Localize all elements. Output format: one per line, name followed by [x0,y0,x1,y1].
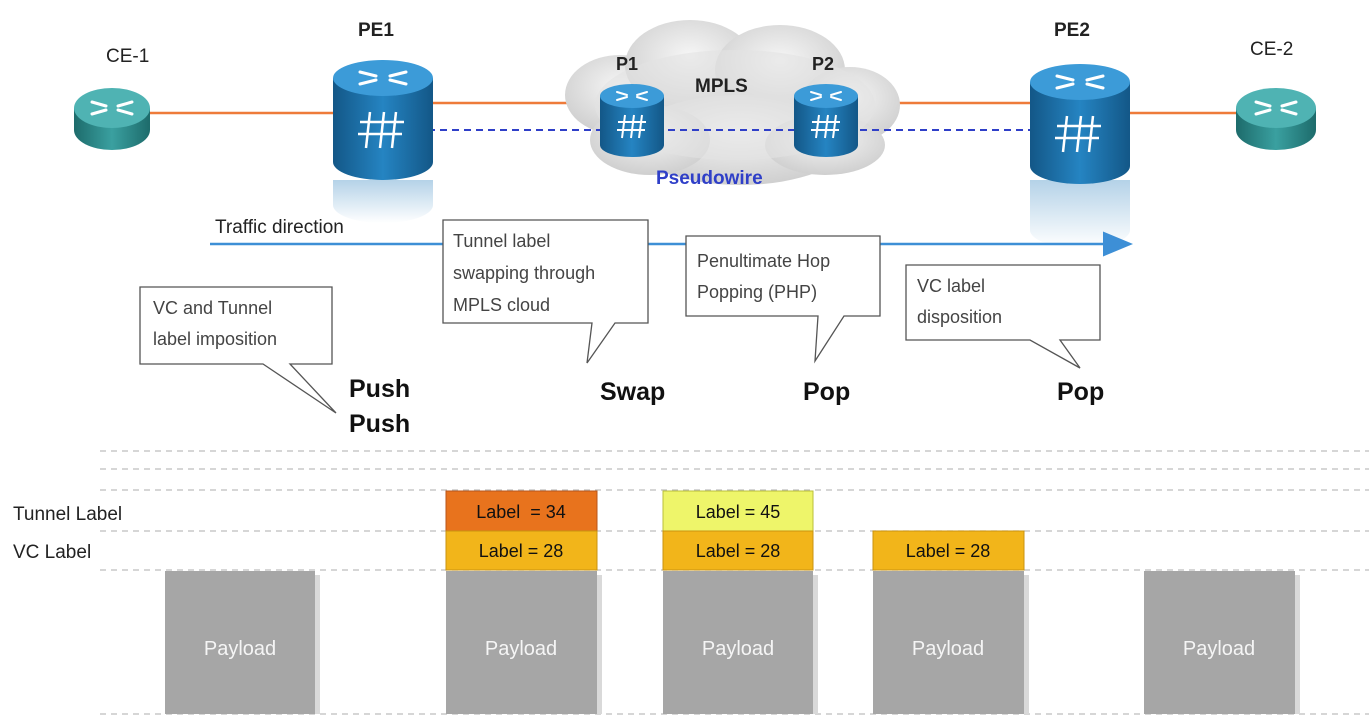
node-label-ce2: CE-2 [1250,39,1293,60]
packet-stack: Payload [165,571,320,714]
packet-stack: Label = 28 Payload [872,530,1029,714]
p1-router-icon [600,84,664,157]
vc-label-block [872,530,1025,571]
vc-label-value: Label = 28 [479,541,564,561]
op-swap: Swap [600,378,665,406]
callout-swapping-line-3: MPLS cloud [453,295,550,315]
callout-swapping: Tunnel label swapping through MPLS cloud [442,219,649,364]
ce2-router-icon [1236,88,1316,150]
op-push-2: Push [349,410,410,438]
tunnel-label-value: Label = 45 [696,502,781,522]
packet-stack: Label = 34 Label = 28 Payload [445,490,602,714]
callout-php: Penultimate Hop Popping (PHP) [685,235,881,364]
payload-block [165,571,315,714]
packet-stack: Payload [1144,571,1300,714]
tunnel-label-block [662,490,814,532]
row-label-vc: VC Label [13,542,91,563]
traffic-direction-label: Traffic direction [215,217,344,238]
op-pop-1: Pop [803,378,850,406]
payload-block [1144,571,1295,714]
op-pop-2: Pop [1057,378,1104,406]
callout-php-line-2: Popping (PHP) [697,282,817,302]
callout-imposition-line-1: VC and Tunnel [153,298,272,318]
callout-disposition: VC label disposition [905,264,1101,369]
node-label-mpls: MPLS [695,76,748,97]
payload-label: Payload [912,638,984,660]
row-label-tunnel: Tunnel Label [13,504,122,525]
p2-router-icon [794,84,858,157]
op-push-1: Push [349,375,410,403]
ce1-router-icon [74,88,150,150]
callout-swapping-line-2: swapping through [453,263,595,283]
callout-disposition-line-1: VC label [917,276,985,296]
payload-label: Payload [204,638,276,660]
vc-label-block [662,530,814,571]
node-label-ce1: CE-1 [106,46,149,67]
payload-label: Payload [485,638,557,660]
pe2-router-icon [1030,64,1130,248]
vc-label-value: Label = 28 [696,541,781,561]
pseudowire-label: Pseudowire [656,168,763,189]
callout-swapping-line-1: Tunnel label [453,231,550,251]
payload-block [873,571,1024,714]
pe1-router-icon [333,60,433,223]
payload-label: Payload [702,638,774,660]
payload-block [446,571,597,714]
payload-label: Payload [1183,638,1255,660]
tunnel-label-value: Label = 34 [476,502,566,522]
callout-imposition: VC and Tunnel label imposition [139,286,337,414]
payload-block [663,571,813,714]
callout-php-line-1: Penultimate Hop [697,251,830,271]
node-label-pe1: PE1 [358,20,394,41]
node-label-pe2: PE2 [1054,20,1090,41]
node-label-p1: P1 [616,54,638,74]
callout-disposition-line-2: disposition [917,307,1002,327]
callout-imposition-line-2: label imposition [153,329,277,349]
vc-label-block [445,530,598,571]
node-label-p2: P2 [812,54,834,74]
vc-label-value: Label = 28 [906,541,991,561]
packet-stack: Label = 45 Label = 28 Payload [662,490,818,714]
